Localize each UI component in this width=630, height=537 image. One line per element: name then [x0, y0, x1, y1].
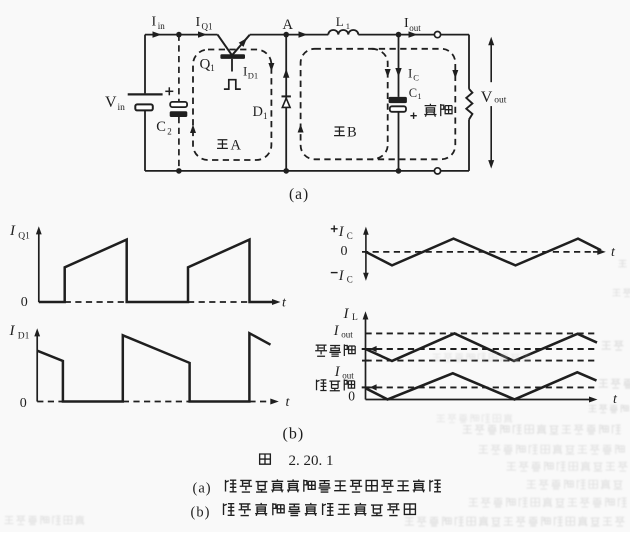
svg-text:I: I	[196, 15, 201, 30]
svg-text:C: C	[409, 86, 417, 100]
svg-text:1: 1	[418, 92, 422, 101]
svg-text:(a): (a)	[289, 186, 309, 203]
svg-text:C: C	[413, 72, 419, 82]
svg-text:V: V	[481, 89, 493, 106]
svg-text:out: out	[409, 23, 421, 33]
svg-text:Q: Q	[200, 57, 211, 73]
svg-text:in: in	[158, 21, 166, 31]
svg-text:out: out	[341, 329, 353, 339]
svg-text:I: I	[333, 323, 340, 339]
svg-text:0: 0	[21, 295, 28, 310]
svg-text:I: I	[404, 16, 409, 31]
svg-text:t: t	[282, 296, 287, 311]
svg-text:out: out	[494, 95, 507, 105]
svg-text:0: 0	[341, 244, 348, 259]
svg-text:I: I	[9, 223, 16, 239]
svg-text:I: I	[338, 224, 345, 240]
svg-text:I: I	[243, 64, 247, 79]
svg-text:D: D	[253, 104, 263, 120]
svg-text:D1: D1	[248, 70, 258, 80]
svg-text:Q1: Q1	[18, 232, 30, 242]
svg-text:t: t	[611, 245, 616, 260]
svg-text:I: I	[343, 306, 350, 322]
svg-text:0: 0	[348, 389, 355, 404]
svg-text:C: C	[156, 119, 166, 135]
svg-text:I: I	[152, 14, 157, 29]
svg-text:(b): (b)	[191, 504, 211, 520]
svg-text:(a): (a)	[193, 480, 212, 496]
svg-text:1: 1	[346, 21, 350, 31]
svg-text:I: I	[338, 268, 345, 284]
svg-text:I: I	[408, 65, 412, 80]
svg-text:Q1: Q1	[202, 22, 213, 32]
svg-text:L: L	[352, 313, 358, 323]
svg-text:1: 1	[263, 111, 268, 121]
svg-text:C: C	[347, 275, 353, 285]
svg-text:D1: D1	[18, 331, 30, 341]
svg-text:A: A	[283, 17, 294, 33]
svg-text:in: in	[118, 103, 126, 113]
svg-text:1: 1	[210, 63, 215, 73]
svg-text:t: t	[613, 392, 618, 407]
svg-text:I: I	[9, 323, 16, 339]
svg-text:A: A	[231, 138, 242, 154]
svg-text:2. 20. 1: 2. 20. 1	[289, 453, 334, 469]
svg-text:I: I	[334, 364, 341, 380]
svg-text:2: 2	[167, 127, 172, 137]
svg-text:out: out	[342, 371, 354, 381]
svg-text:0: 0	[20, 396, 27, 411]
svg-text:t: t	[286, 395, 291, 410]
svg-text:(b): (b)	[283, 426, 305, 443]
svg-text:C: C	[347, 231, 353, 241]
svg-text:V: V	[105, 94, 117, 111]
svg-text:L: L	[336, 14, 344, 29]
svg-text:B: B	[347, 124, 357, 140]
